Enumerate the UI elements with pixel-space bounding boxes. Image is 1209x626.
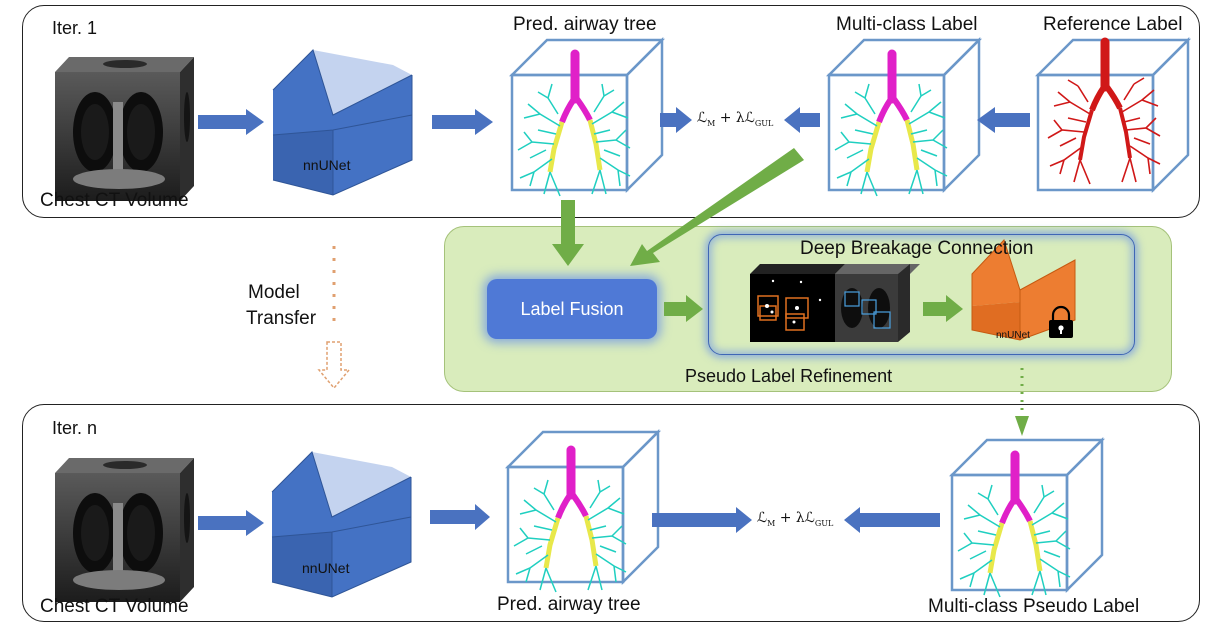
pseudo-label-refinement-title: Pseudo Label Refinement <box>685 366 893 386</box>
loss-main-subscript: M <box>707 118 716 128</box>
loss-main-symbol: ℒ <box>757 510 768 526</box>
arrow-head-to-pseudo-label <box>1015 416 1029 436</box>
loss-formula-top: ℒM + λℒGUL <box>697 110 773 128</box>
reference-label-box <box>1036 38 1190 192</box>
label-fusion-text: Label Fusion <box>520 298 624 319</box>
lock-icon <box>1049 305 1073 338</box>
arrow-net-to-pred-bottom <box>430 504 490 530</box>
multiclass-label-title: Multi-class Label <box>836 14 978 35</box>
nnunet-label-bottom: nnUNet <box>302 560 350 576</box>
arrow-to-loss-left-bottom <box>652 507 752 533</box>
reference-label-title: Reference Label <box>1043 14 1183 35</box>
pseudo-label-airway-tree <box>958 455 1070 597</box>
loss-formula-bottom: ℒM + λℒGUL <box>757 510 833 528</box>
arrow-to-loss-right-top <box>784 107 820 133</box>
loss-reg-term: + λℒ <box>715 110 755 126</box>
loss-main-subscript: M <box>767 518 776 528</box>
pred-airway-tree-bottom <box>514 450 626 592</box>
loss-reg-term: + λℒ <box>775 510 815 526</box>
arrow-net-to-pred-top <box>432 109 493 135</box>
pred-airway-tree-label-bottom: Pred. airway tree <box>497 594 641 615</box>
loss-main-symbol: ℒ <box>697 110 708 126</box>
label-fusion-block: Label Fusion <box>487 279 657 339</box>
arrow-fusion-to-dbc <box>664 295 703 322</box>
nnunet-network-icon-top <box>272 49 413 196</box>
ct-patch-image <box>835 264 920 342</box>
chest-ct-volume-label-top: Chest CT Volume <box>40 190 189 211</box>
multiclass-pseudo-label-title: Multi-class Pseudo Label <box>928 596 1140 617</box>
iteration-n-label: Iter. n <box>52 418 98 438</box>
ct-volume-image-top <box>55 57 194 201</box>
arrow-multiclass-to-fusion <box>630 148 804 266</box>
arrow-pred-to-fusion <box>552 200 584 266</box>
iteration-1-label: Iter. 1 <box>52 18 98 38</box>
pred-airway-tree-label-top: Pred. airway tree <box>513 14 657 35</box>
model-transfer-label-line1: Model <box>248 282 300 303</box>
nnunet-label-top: nnUNet <box>303 157 351 173</box>
frozen-nnunet-label: nnUNet <box>996 330 1030 341</box>
model-transfer-arrow <box>317 341 351 390</box>
arrow-ref-to-multiclass <box>977 107 1030 133</box>
arrow-to-loss-left-top <box>660 107 692 133</box>
deep-breakage-connection-title: Deep Breakage Connection <box>800 238 1034 259</box>
chest-ct-volume-label-bottom: Chest CT Volume <box>40 596 189 617</box>
arrow-ct-to-net-top <box>198 109 264 135</box>
arrow-to-loss-right-bottom <box>844 507 940 533</box>
patch-cube-image <box>750 264 845 342</box>
ct-volume-image-bottom <box>55 458 194 602</box>
loss-reg-subscript: GUL <box>814 518 834 528</box>
loss-reg-subscript: GUL <box>754 118 774 128</box>
reference-airway-tree <box>1048 42 1160 184</box>
arrow-patches-to-frozen-net <box>923 295 963 322</box>
arrow-ct-to-net-bottom <box>198 510 264 536</box>
model-transfer-label-line2: Transfer <box>246 308 317 329</box>
